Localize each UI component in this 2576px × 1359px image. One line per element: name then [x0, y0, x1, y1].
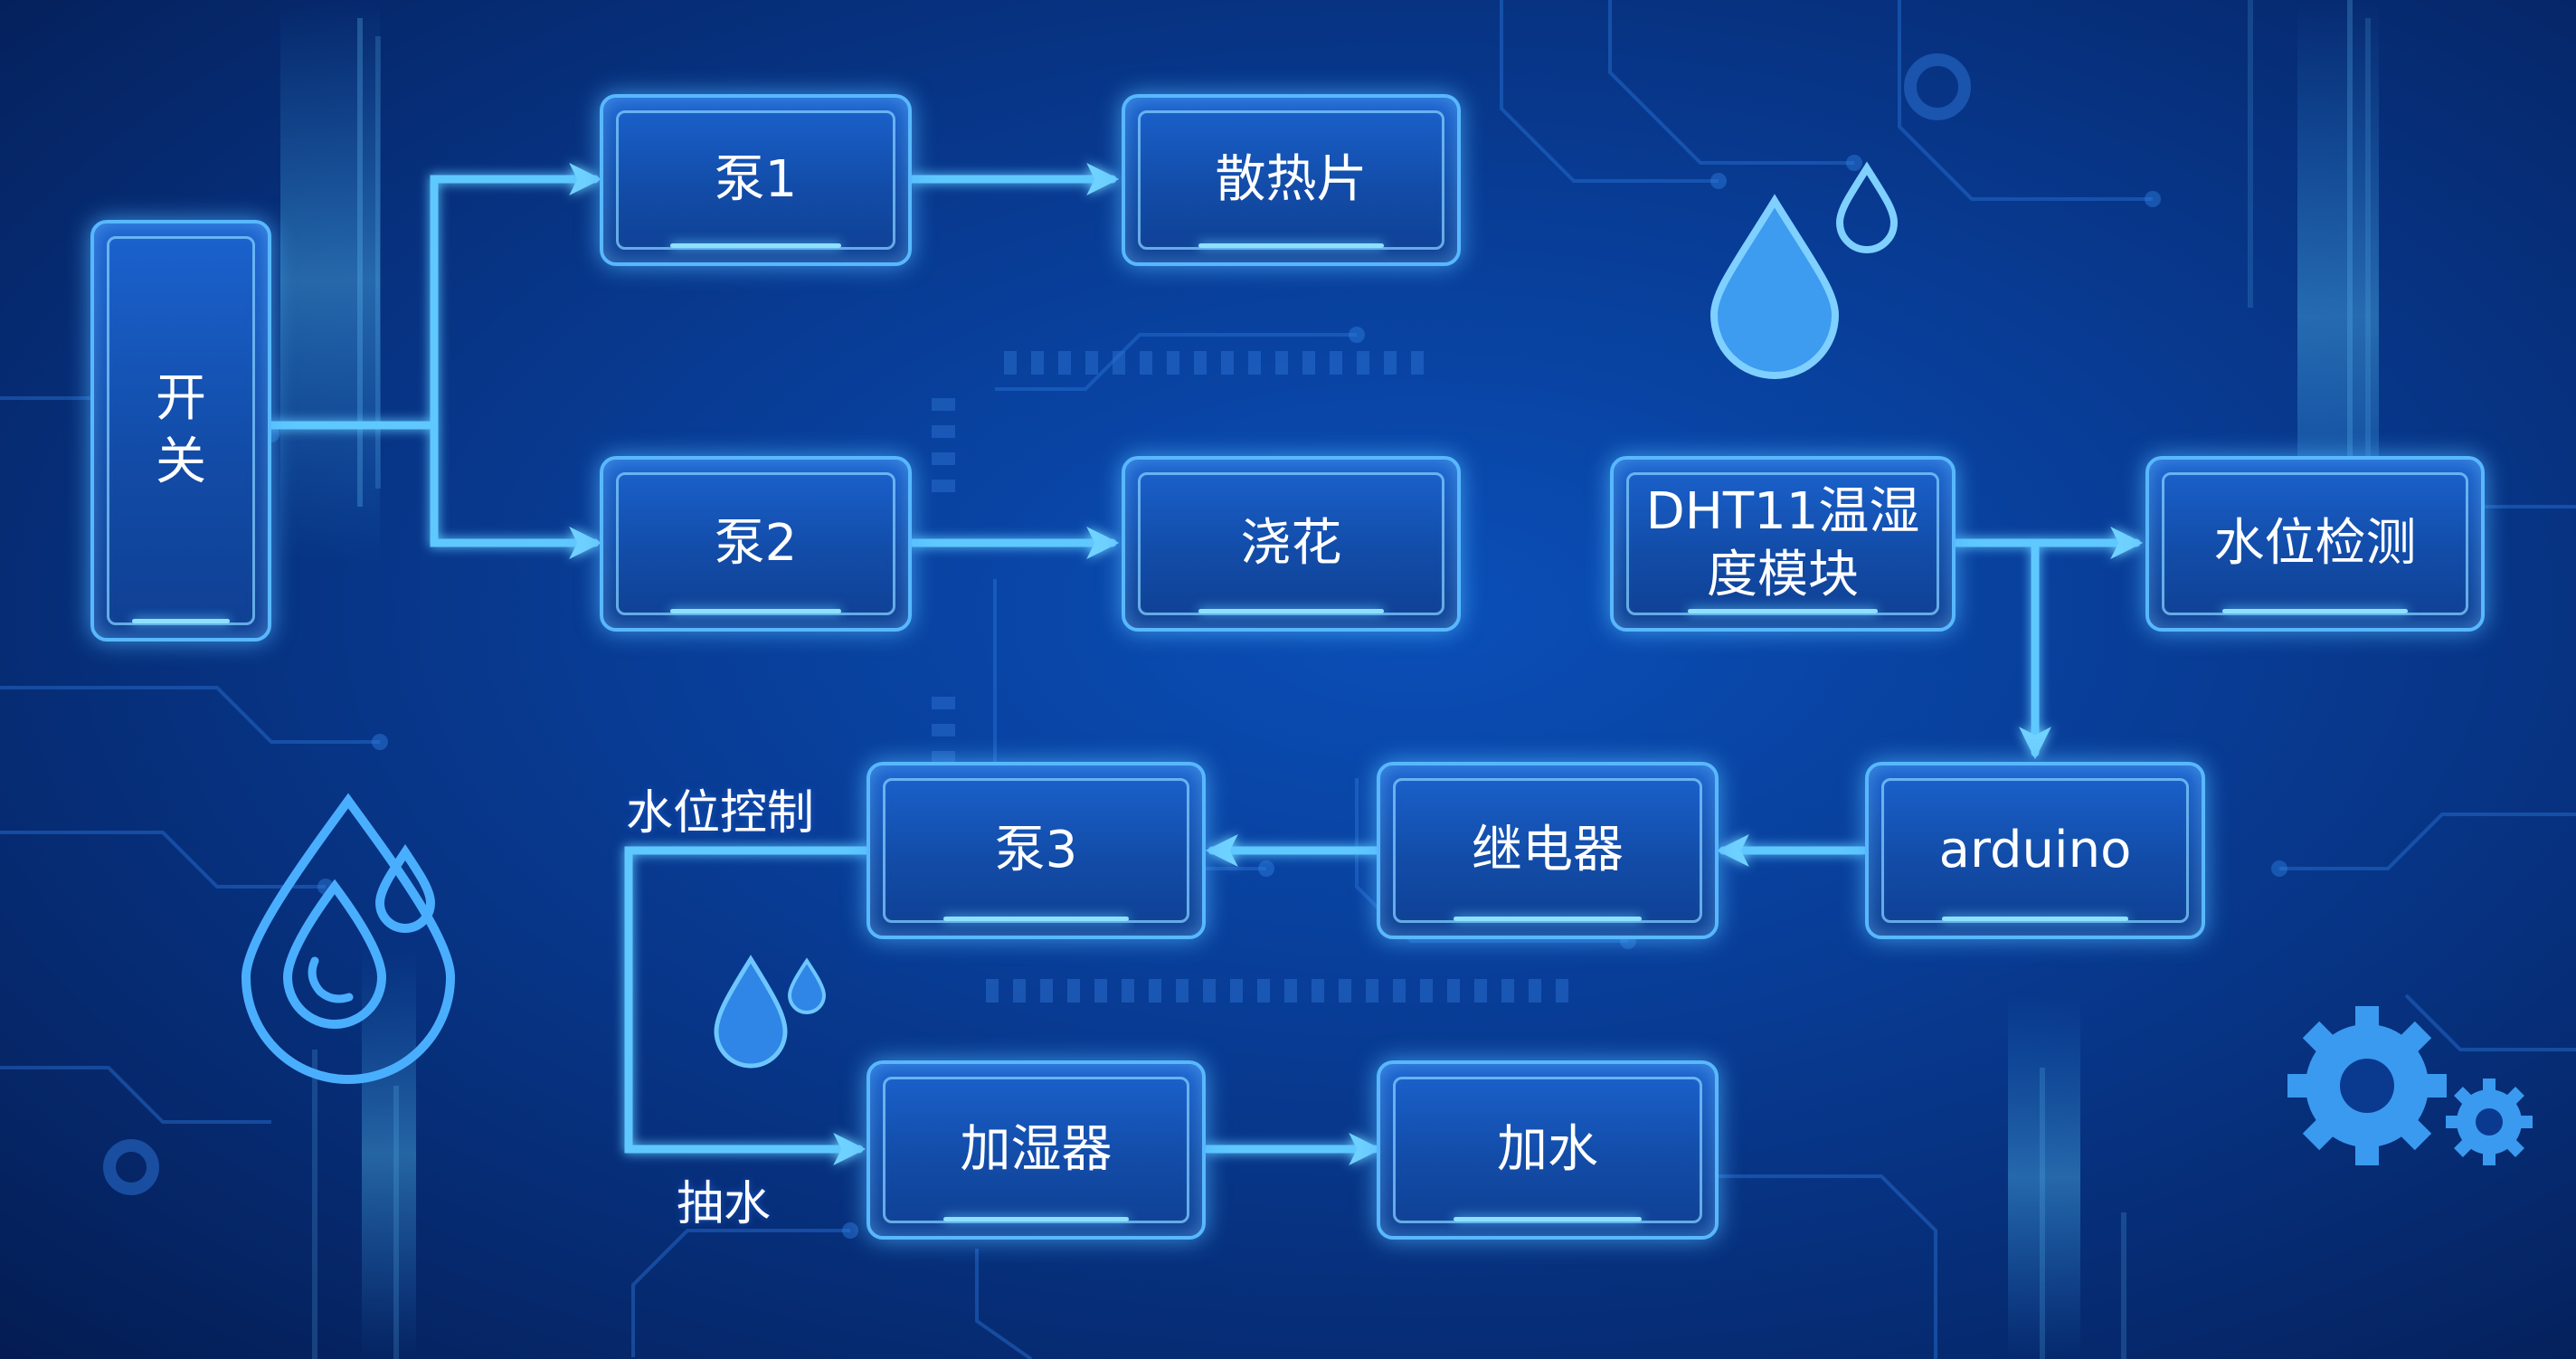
node-water-level-detect: 水位检测: [2145, 456, 2485, 632]
node-arduino: arduino: [1865, 762, 2205, 939]
light-beam: [2008, 995, 2080, 1359]
node-label: 加水: [1497, 1120, 1598, 1179]
node-label: arduino: [1938, 821, 2132, 879]
node-heatsink: 散热片: [1122, 94, 1461, 266]
node-label: 泵2: [714, 514, 798, 573]
light-beam: [362, 950, 416, 1359]
edge-switch-pump1: [267, 163, 602, 430]
node-label: 泵3: [994, 821, 1078, 879]
small-water-drops-icon: [714, 955, 827, 1069]
node-label: 水位检测: [2213, 514, 2417, 573]
node-pump1: 泵1: [600, 94, 912, 266]
water-drops-icon: [1709, 161, 1899, 379]
node-label: 开关: [156, 369, 206, 491]
node-label: 浇花: [1240, 514, 1342, 573]
binary-streams: [312, 0, 2371, 1359]
node-label: 散热片: [1215, 150, 1368, 209]
node-label: 加湿器: [960, 1120, 1113, 1179]
node-add-water: 加水: [1377, 1060, 1719, 1240]
node-label: 泵1: [714, 150, 798, 209]
node-pump2: 泵2: [600, 456, 912, 632]
node-pump3: 泵3: [867, 762, 1206, 939]
node-watering: 浇花: [1122, 456, 1461, 632]
water-drop-outline-icon: [241, 793, 456, 1084]
node-switch: 开关: [90, 220, 271, 641]
small-gear-icon: [2446, 1079, 2533, 1165]
edge-pump3-humidifier: [624, 846, 871, 1165]
label-water-level-control: 水位控制: [626, 786, 815, 841]
label-pump-water: 抽水: [677, 1177, 772, 1231]
node-humidifier: 加湿器: [867, 1060, 1206, 1240]
light-beam: [280, 0, 380, 561]
node-label: 继电器: [1472, 821, 1624, 879]
phone-in-drop-icon: [308, 956, 354, 1003]
gear-icon: [2287, 1006, 2447, 1165]
node-label: DHT11温湿度模块: [1645, 482, 1920, 604]
faint-gear-icon: [103, 53, 1971, 1195]
edge-switch-pump2: [430, 421, 602, 559]
node-dht11: DHT11温湿度模块: [1610, 456, 1956, 632]
node-relay: 继电器: [1377, 762, 1719, 939]
